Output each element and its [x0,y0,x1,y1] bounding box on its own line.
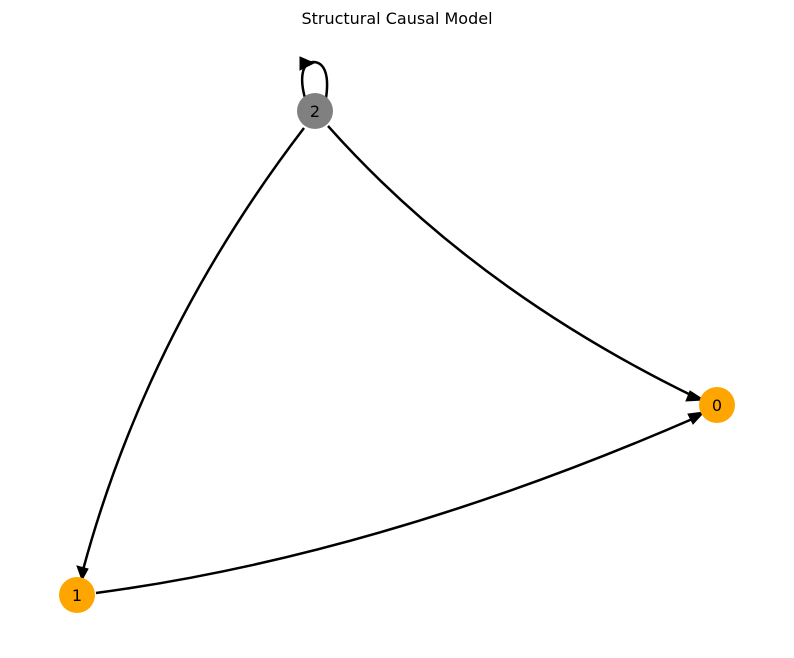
arrowhead [76,565,89,582]
diagram-title: Structural Causal Model [301,9,492,28]
node-1-circle [59,577,95,613]
node-2-label: 2 [310,102,320,121]
node-0-label: 0 [712,396,722,415]
edge-1-to-0 [95,411,706,595]
node-1-label: 1 [72,586,82,605]
edge-2-to-2 [299,56,329,99]
arrowhead [299,56,316,71]
arrowhead [687,411,706,425]
edge-2-to-1 [76,127,305,582]
node-0: 0 [699,387,735,423]
node-0-circle [699,387,735,423]
arrowhead [685,390,706,402]
edge-2-to-0 [327,125,706,402]
node-2-circle [297,93,333,129]
node-1: 1 [59,577,95,613]
node-2: 2 [297,93,333,129]
